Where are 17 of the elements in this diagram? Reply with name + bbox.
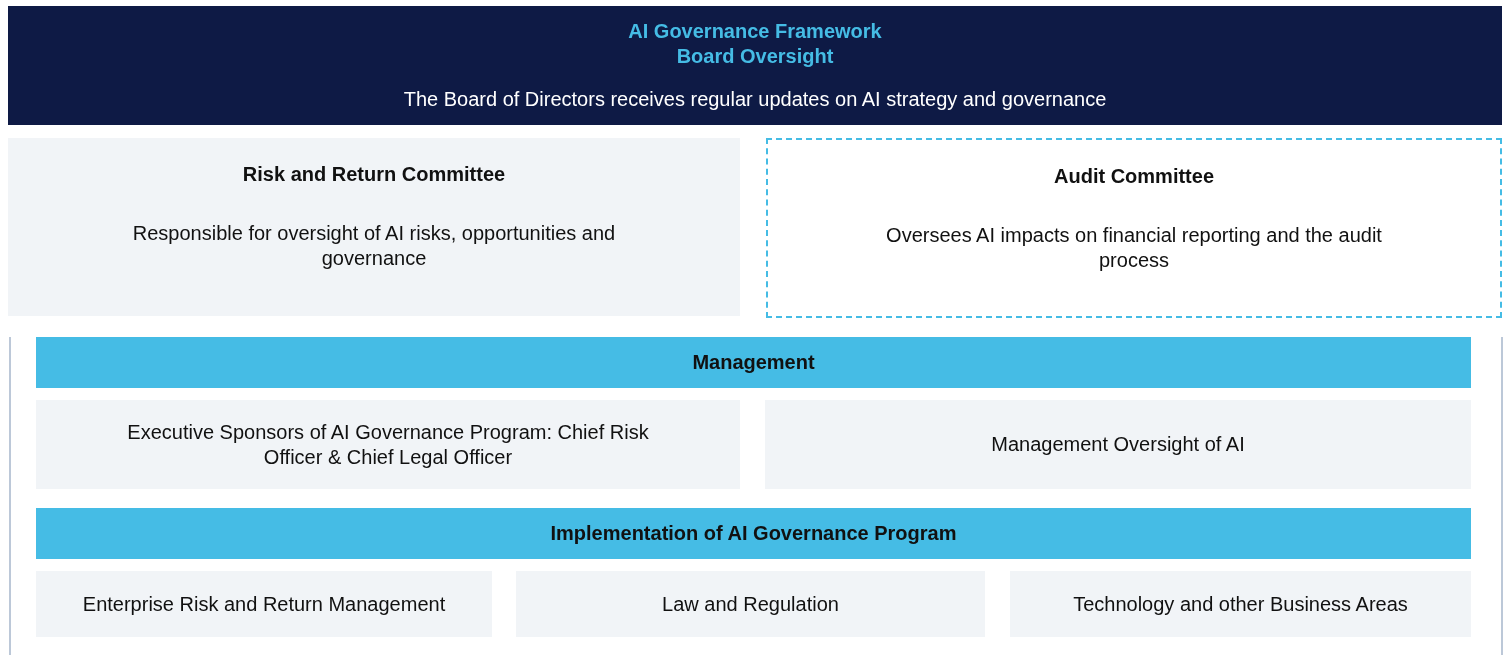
banner-text: The Board of Directors receives regular updates on AI strategy and governance <box>403 87 1107 112</box>
section-band <box>36 337 1471 388</box>
section-heading: Management <box>692 350 815 375</box>
section-band <box>36 508 1471 559</box>
committee-heading: Audit Committee <box>1054 164 1214 189</box>
role-text: Law and Regulation <box>662 591 839 617</box>
role-text: Technology and other Business Areas <box>1073 591 1408 617</box>
role-text: Executive Sponsors of AI Governance Program: Chief Risk Officer & Chief Legal Officer <box>126 419 650 470</box>
banner-heading: AI Governance Framework Board Oversight <box>627 19 883 69</box>
section-heading: Implementation of AI Governance Program <box>550 521 957 546</box>
role-text: Enterprise Risk and Return Management <box>82 591 446 617</box>
committee-card <box>766 138 1502 318</box>
role-text: Management Oversight of AI <box>991 432 1245 457</box>
committee-heading: Risk and Return Committee <box>242 162 506 187</box>
committee-description: Oversees AI impacts on financial reporting and the audit process <box>885 223 1383 273</box>
board-oversight-banner <box>8 6 1502 125</box>
committee-description: Responsible for oversight of AI risks, opportunities and governance <box>131 221 617 271</box>
